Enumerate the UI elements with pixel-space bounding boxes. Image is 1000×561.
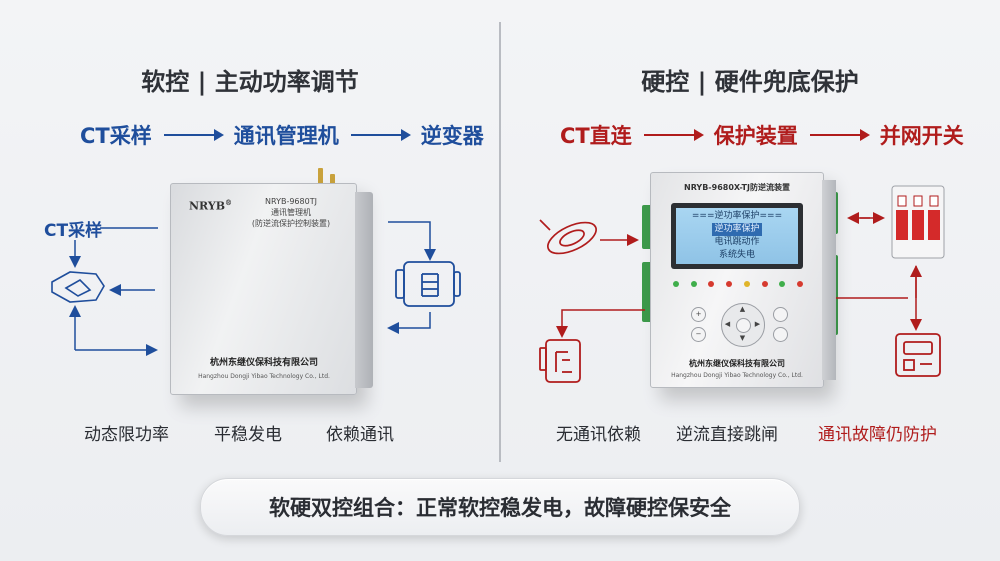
led-icon [708, 281, 715, 287]
left-flow-step-2: 通讯管理机 [233, 124, 339, 148]
center-divider [499, 22, 501, 462]
right-flow-step-3: 并网开关 [879, 124, 964, 148]
screen-line: 系统失电 [718, 250, 755, 260]
arrow-right-icon [643, 129, 704, 141]
summary-banner: 软硬双控组合：正常软控稳发电，故障硬控保安全 [200, 478, 800, 536]
left-feature-3: 依赖通讯 [326, 425, 394, 445]
right-feature-3: 通讯故障仍防护 [818, 425, 937, 445]
ct-sensor-icon [51, 271, 105, 303]
minus-key-icon: − [691, 327, 706, 342]
right-flow-step-2: 保护装置 [713, 124, 798, 148]
circuit-breaker-icon [891, 185, 945, 259]
left-feature-1: 动态限功率 [84, 425, 169, 445]
plus-key-icon: + [691, 307, 706, 322]
device-company: 杭州东继仪保科技有限公司 [209, 358, 318, 368]
screen-line: ===逆功率保护=== [691, 211, 783, 221]
device-screen: ===逆功率保护=== 逆功率保护 电讯跳动作 系统失电 [671, 203, 803, 269]
communication-manager-device: NRYB® NRYB-9680TJ 通讯管理机 (防逆流保护控制装置) 杭州东继… [170, 183, 357, 395]
antenna-icon [330, 174, 335, 186]
led-icon [743, 281, 750, 287]
screen-line-highlight: 逆功率保护 [712, 223, 762, 236]
led-icon [690, 281, 697, 287]
device-side-panel [822, 180, 836, 380]
direction-pad-icon: ▲ ▼ ◀ ▶ [721, 303, 765, 347]
protection-device: NRYB-9680X-TJ防逆流装置 ===逆功率保护=== 逆功率保护 电讯跳… [650, 172, 824, 388]
antenna-icon [318, 168, 323, 186]
device-company: 杭州东继仪保科技有限公司 [689, 359, 785, 368]
left-flow-step-1: CT采样 [80, 124, 152, 148]
enter-key-icon [773, 327, 788, 342]
right-feature-2: 逆流直接跳闸 [676, 425, 778, 445]
arrow-right-icon [809, 129, 870, 141]
device-brand: NRYB® [189, 198, 233, 213]
right-flow: CT直连 保护装置 并网开关 [560, 118, 964, 152]
inverter-icon [395, 261, 461, 307]
device-model: NRYB-9680TJ 通讯管理机 (防逆流保护控制装置) [251, 197, 331, 228]
left-flow-step-3: 逆变器 [420, 124, 484, 148]
device-title: NRYB-9680X-TJ防逆流装置 [684, 183, 790, 192]
ct-clamp-icon [539, 219, 597, 255]
led-icon [726, 281, 733, 287]
left-panel-title: 软控 | 主动功率调节 [141, 68, 359, 96]
left-ct-label: CT采样 [44, 221, 103, 241]
device-company-en: Hangzhou Dongji Yibao Technology Co., Lt… [198, 373, 330, 380]
device-side-panel [355, 192, 373, 388]
led-icon [796, 281, 803, 287]
esc-key-icon [773, 307, 788, 322]
meter-icon [539, 339, 581, 383]
keypad: + − ▲ ▼ ◀ ▶ [691, 303, 788, 363]
arrow-right-icon [163, 129, 224, 141]
right-flow-step-1: CT直连 [560, 124, 632, 148]
arrow-right-icon [350, 129, 411, 141]
right-panel-title: 硬控 | 硬件兜底保护 [641, 68, 859, 96]
led-icon [673, 281, 679, 287]
left-feature-2: 平稳发电 [214, 425, 282, 445]
right-connectors [556, 212, 922, 338]
left-connectors [69, 221, 436, 356]
left-flow: CT采样 通讯管理机 逆变器 [80, 118, 484, 152]
led-icon [779, 281, 786, 287]
relay-icon [895, 333, 941, 377]
screen-line: 电讯跳动作 [714, 237, 760, 247]
led-icon [761, 281, 768, 287]
right-feature-1: 无通讯依赖 [556, 425, 641, 445]
device-company-en: Hangzhou Dongji Yibao Technology Co., Lt… [671, 372, 803, 379]
status-leds [673, 281, 803, 287]
